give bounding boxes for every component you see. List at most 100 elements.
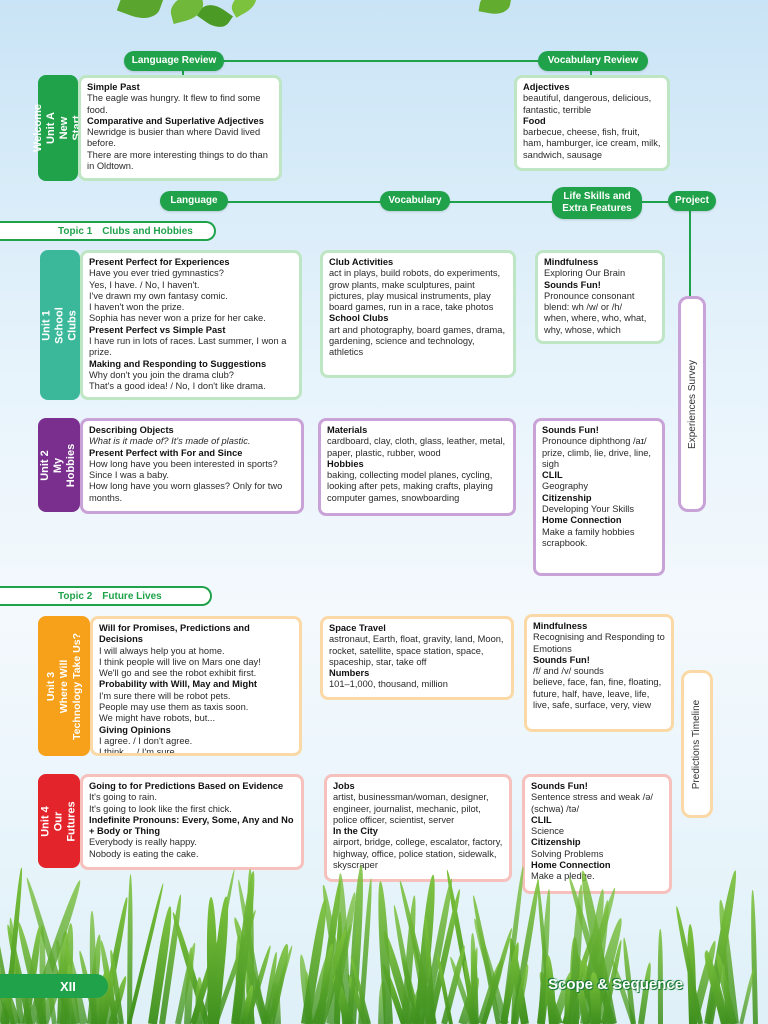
topic-1-name: Clubs and Hobbies	[102, 225, 193, 237]
content-line: How long have you worn glasses? Only for…	[89, 481, 283, 503]
section-heading: Giving Opinions	[99, 724, 171, 735]
content-line: Make a pledge.	[531, 871, 595, 882]
content-line: Solving Problems	[531, 848, 604, 859]
section-heading: Sounds Fun!	[531, 781, 588, 791]
content-line: Nobody is eating the cake.	[89, 848, 199, 859]
connector-line	[182, 60, 592, 62]
section-heading: Going to for Predictions Based on Eviden…	[89, 781, 284, 791]
grass-blade	[205, 896, 218, 1024]
section-heading: In the City	[333, 826, 378, 837]
unit-3-title: Unit 3 Where Will Technology Take Us?	[45, 633, 84, 740]
vocabulary-pill: Vocabulary	[380, 191, 450, 211]
unit-4-life-skills-box: Sounds Fun!Sentence stress and weak /ə/ …	[522, 774, 672, 894]
content-line: Recognising and Responding to Emotions	[533, 632, 665, 654]
section-title: Scope & Sequence	[548, 976, 684, 993]
section-heading: Probability with Will, May and Might	[99, 679, 257, 690]
experiences-survey-label: Experiences Survey	[686, 359, 698, 449]
section-heading: Adjectives	[523, 82, 570, 92]
unit-3-title-line: Unit 3	[44, 671, 57, 701]
section-heading: Citizenship	[531, 837, 581, 848]
life-skills-pill: Life Skills and Extra Features	[552, 187, 642, 219]
content-line: astronaut, Earth, float, gravity, land, …	[329, 634, 504, 667]
content-line: We might have robots, but...	[99, 713, 216, 724]
content-line: barbecue, cheese, fish, fruit, ham, hamb…	[523, 127, 661, 160]
section-heading: Simple Past	[87, 82, 140, 92]
section-heading: CLIL	[542, 470, 563, 481]
experiences-survey-project: Experiences Survey	[678, 296, 706, 512]
section-heading: Describing Objects	[89, 425, 174, 435]
content-line: artist, businessman/woman, designer, eng…	[333, 792, 489, 825]
leaf-decoration	[478, 0, 512, 17]
project-pill: Project	[668, 191, 716, 211]
section-heading: Present Perfect vs Simple Past	[89, 324, 226, 335]
content-line: Geography	[542, 481, 588, 492]
unit-1-title: Unit 1 School Clubs	[40, 306, 79, 344]
leaf-decoration	[116, 0, 164, 25]
topic-2-label: Topic 2	[58, 590, 93, 602]
section-heading: Making and Responding to Suggestions	[89, 358, 267, 369]
section-heading: Present Perfect with For and Since	[89, 447, 243, 458]
section-heading: Materials	[327, 425, 368, 435]
content-line: believe, face, fan, fine, floating, futu…	[533, 677, 662, 711]
language-pill: Language	[160, 191, 228, 211]
content-line: There are more interesting things to do …	[87, 149, 268, 172]
section-heading: Mindfulness	[533, 621, 588, 631]
section-heading: School Clubs	[329, 313, 389, 324]
section-heading: Numbers	[329, 668, 370, 679]
content-line: Pronounce diphthong /aɪ/	[542, 436, 647, 447]
section-heading: Mindfulness	[544, 257, 599, 267]
content-line: That's a good idea! / No, I don't like d…	[89, 381, 266, 392]
content-line: cardboard, clay, cloth, glass, leather, …	[327, 436, 506, 458]
language-review-pill: Language Review	[124, 51, 224, 71]
predictions-timeline-project: Predictions Timeline	[681, 670, 713, 818]
content-line: Pronounce consonant blend: wh /w/ or /h/	[544, 290, 635, 313]
unit-2-tab: Unit 2 My Hobbies	[38, 418, 80, 512]
section-heading: Will for Promises, Predictions and Decis…	[99, 623, 250, 645]
unit-4-tab: Unit 4 Our Futures	[38, 774, 80, 868]
topic-2-name: Future Lives	[102, 590, 162, 602]
content-line: /f/ and /v/ sounds	[533, 666, 604, 677]
content-line: Newridge is busier than where David live…	[87, 127, 261, 149]
content-line: I've drawn my own fantasy comic.	[89, 290, 228, 301]
section-heading: Food	[523, 115, 546, 126]
unit-3-tab: Unit 3 Where Will Technology Take Us?	[38, 616, 90, 756]
connector-line	[689, 201, 691, 296]
content-line: Exploring Our Brain	[544, 268, 626, 279]
section-heading: CLIL	[531, 814, 552, 825]
content-line: Developing Your Skills	[542, 504, 634, 515]
content-line: Make a family hobbies scrapbook.	[542, 526, 635, 548]
vocabulary-review-pill: Vocabulary Review	[538, 51, 648, 71]
section-heading: Home Connection	[531, 860, 611, 871]
welcome-unit-title: Welcome Unit A New Start	[32, 103, 83, 153]
content-line: Everybody is really happy.	[89, 837, 197, 848]
section-heading: Jobs	[333, 781, 355, 791]
unit-3-title-line: Technology Take Us?	[70, 632, 83, 740]
section-heading: Hobbies	[327, 458, 364, 469]
grass-decoration	[0, 860, 768, 1024]
unit-4-title: Unit 4 Our Futures	[39, 800, 78, 842]
content-line: baking, collecting model planes, cycling…	[327, 470, 493, 503]
content-line: I think ... / I'm sure...	[99, 747, 183, 756]
section-heading: Citizenship	[542, 492, 592, 503]
content-line: It's going to look like the first chick.	[89, 803, 232, 814]
predictions-timeline-label: Predictions Timeline	[691, 699, 703, 789]
page-number: XII	[60, 978, 76, 994]
unit-2-life-skills-box: Sounds Fun!Pronounce diphthong /aɪ/prize…	[533, 418, 665, 576]
content-line: The eagle was hungry. It flew to find so…	[87, 93, 261, 115]
topic-2-banner: Topic 2 Future Lives	[0, 586, 212, 606]
content-line: I agree. / I don't agree.	[99, 735, 193, 746]
content-line: act in plays, build robots, do experimen…	[329, 268, 501, 313]
content-line: I haven't won the prize.	[89, 302, 185, 313]
content-line: What is it made of? It's made of plastic…	[89, 436, 251, 447]
section-heading: Sounds Fun!	[542, 425, 599, 435]
content-line: How long have you been interested in spo…	[89, 458, 278, 469]
section-heading: Sounds Fun!	[544, 279, 601, 290]
content-line: airport, bridge, college, escalator, fac…	[333, 837, 503, 871]
content-line: I'm sure there will be robot pets.	[99, 690, 231, 701]
